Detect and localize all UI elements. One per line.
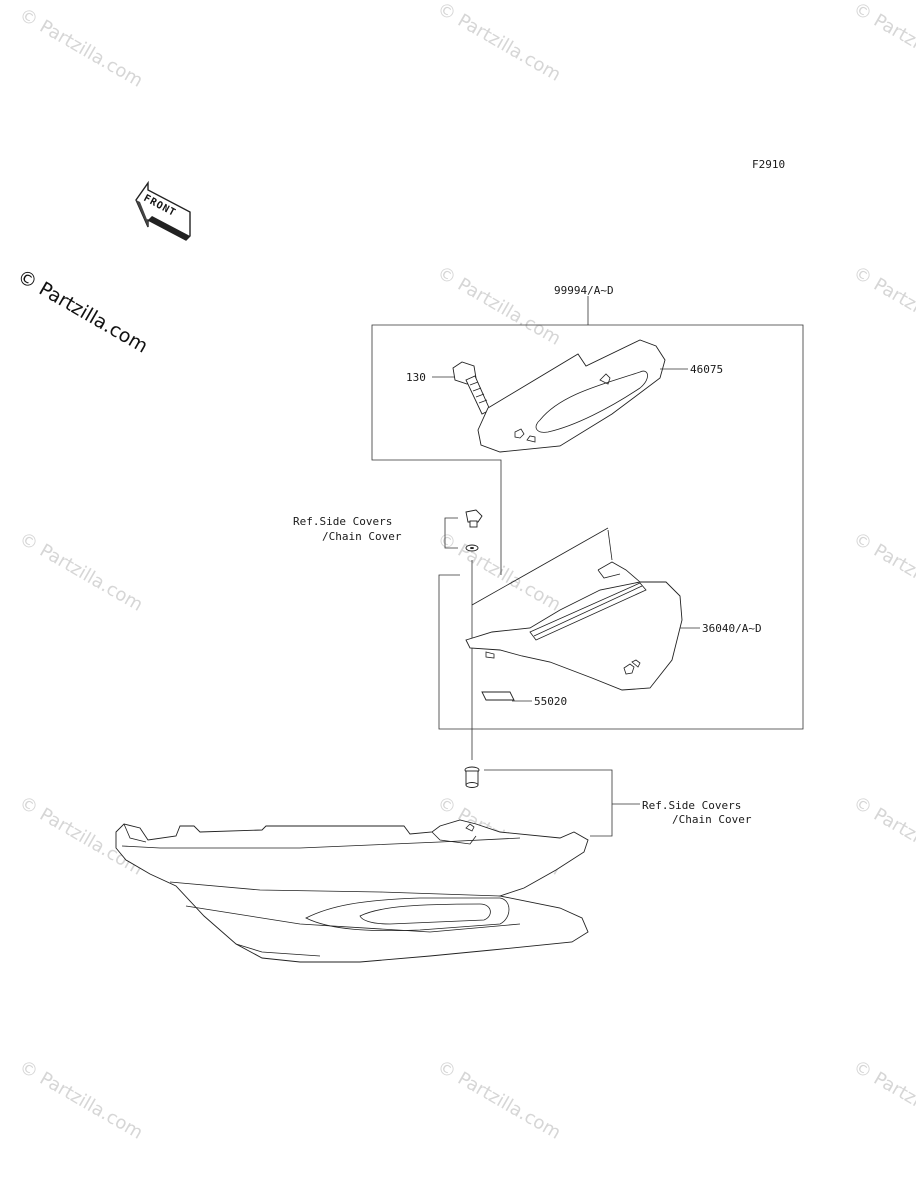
- ref-bracket-top: [444, 517, 458, 549]
- watermark: © Partzilla.com: [850, 262, 916, 350]
- callout-99994: 99994/A~D: [554, 284, 614, 297]
- callout-46075: 46075: [690, 363, 723, 376]
- kit-frame: [371, 296, 804, 730]
- watermark: © Partzilla.com: [850, 792, 916, 880]
- watermark: © Partzilla.com: [16, 1056, 147, 1144]
- watermark: © Partzilla.com: [434, 0, 565, 86]
- callout-55020: 55020: [534, 695, 567, 708]
- label-55020: [481, 691, 532, 702]
- ref-bottom-line2: /Chain Cover: [672, 813, 752, 826]
- watermark: © Partzilla.com: [434, 528, 565, 616]
- watermark: © Partzilla.com: [850, 1056, 916, 1144]
- reference-side-cover: [115, 819, 589, 963]
- callout-130: 130: [406, 371, 426, 384]
- watermark: © Partzilla.com: [16, 4, 147, 92]
- top-fastener: [465, 509, 483, 760]
- front-arrow-icon: FRONT: [135, 180, 191, 241]
- figure-code: F2910: [752, 158, 785, 171]
- watermark: © Partzilla.com: [434, 1056, 565, 1144]
- watermark: © Partzilla.com: [850, 528, 916, 616]
- watermark: © Partzilla.com: [16, 528, 147, 616]
- cover-36040: [465, 527, 700, 691]
- bottom-grommet: [464, 766, 480, 788]
- callout-36040: 36040/A~D: [702, 622, 762, 635]
- watermarks: © Partzilla.com © Partzilla.com © Partzi…: [16, 0, 916, 1144]
- ref-top-line1: Ref.Side Covers: [293, 515, 392, 528]
- watermark: © Partzilla.com: [434, 262, 565, 350]
- copyright-watermark: © Partzilla.com: [14, 265, 152, 357]
- ref-bottom-line1: Ref.Side Covers: [642, 799, 741, 812]
- ref-bracket-bottom: [484, 769, 640, 837]
- bracket-46075: [477, 339, 688, 453]
- watermark: © Partzilla.com: [850, 0, 916, 86]
- ref-top-line2: /Chain Cover: [322, 530, 402, 543]
